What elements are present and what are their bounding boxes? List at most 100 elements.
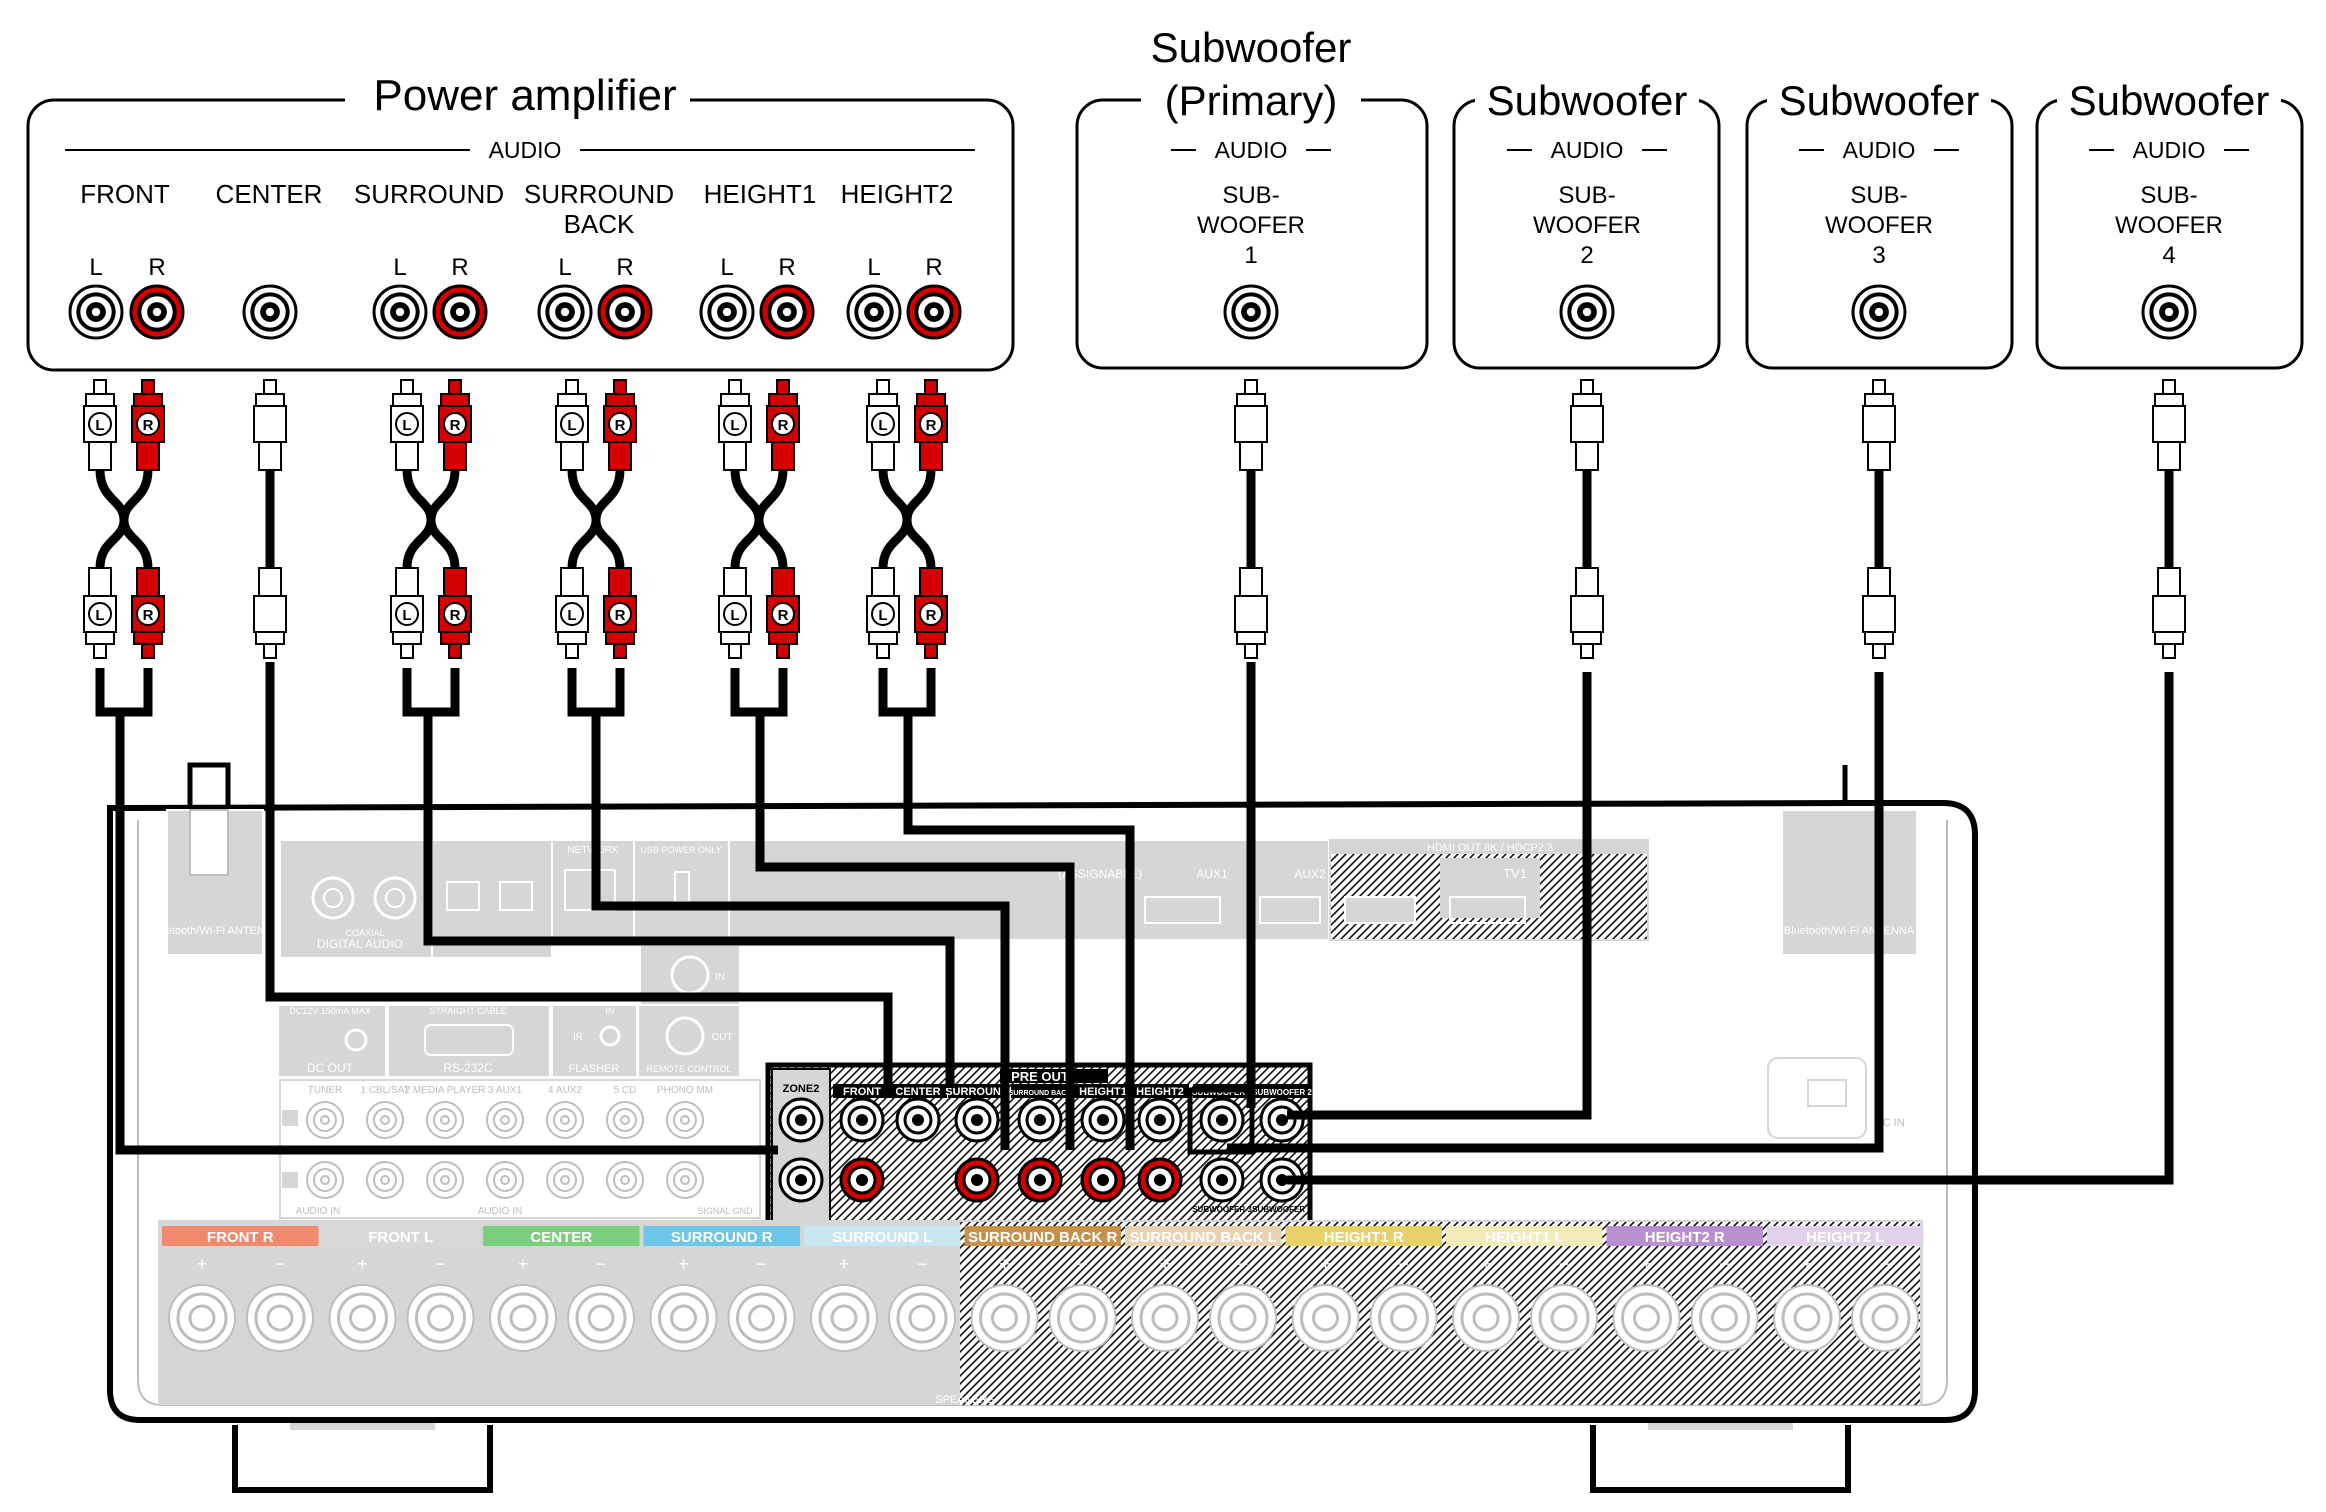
- pre-out-label: PRE OUT: [1011, 1069, 1069, 1084]
- plus-sign: +: [839, 1254, 850, 1274]
- channel-label-surround: SURROUND: [354, 179, 504, 209]
- audio-in-jack: [306, 1161, 344, 1199]
- flasher-label: FLASHER: [569, 1063, 620, 1075]
- speaker-group: SURROUND BACK R+−: [964, 1226, 1121, 1352]
- subwoofer-jack: [2141, 284, 2197, 340]
- plus-sign: +: [1160, 1254, 1171, 1274]
- rca-plug-mono: [253, 379, 287, 471]
- speaker-terminal: [1530, 1284, 1598, 1352]
- subwoofer-audio-label: AUDIO: [1843, 137, 1916, 163]
- pre-out-label: HEIGHT2: [1136, 1086, 1184, 1098]
- amp-label-r: R: [925, 254, 942, 281]
- pre-out-label: FRONT: [843, 1086, 881, 1098]
- assignable-label: (ASSIGNABLE): [1058, 867, 1142, 881]
- minus-sign: −: [1398, 1254, 1409, 1274]
- pre-out-label-bg: [833, 1084, 891, 1098]
- amp-jack-r: [759, 284, 815, 340]
- rca-plug-r: R: [438, 379, 472, 471]
- rca-plug-l: L: [866, 379, 900, 471]
- pre-out-jacks: [778, 1087, 1305, 1203]
- aux1-label: AUX1: [1196, 867, 1228, 881]
- power-amplifier-title: Power amplifier: [373, 71, 676, 120]
- av-receiver: Bluetooth/Wi-Fi ANTENNA Bluetooth/Wi-Fi …: [107, 762, 1978, 1493]
- subwoofer-jack-number: 4: [2162, 242, 2175, 269]
- speaker-terminal: [1851, 1284, 1919, 1352]
- pre-out-jack-r: [1017, 1157, 1063, 1203]
- pre-out-jack-r: [1080, 1157, 1126, 1203]
- audio-in-jack: [426, 1101, 464, 1139]
- plug-letter: R: [450, 417, 461, 434]
- speaker-group: FRONT L+−: [322, 1226, 479, 1352]
- pre-out-label: SURROUND: [945, 1086, 1009, 1098]
- usb-power-label: USB POWER ONLY: [640, 845, 721, 855]
- plug-letter: R: [143, 417, 154, 434]
- antenna-label-right: Bluetooth/Wi-Fi ANTENNA: [1784, 925, 1915, 937]
- speaker-terminal: [1612, 1284, 1681, 1352]
- audio-in-jack: [546, 1101, 584, 1139]
- pre-out-jack-l: [1137, 1097, 1183, 1143]
- rca-plug-l: L: [866, 567, 900, 659]
- plug-letter: R: [926, 607, 937, 624]
- speaker-group-label: SURROUND BACK L: [1130, 1229, 1278, 1246]
- rca-plug-r: R: [603, 379, 637, 471]
- amp-label-l: L: [720, 254, 733, 281]
- channel-label-surround-back-line2: BACK: [564, 209, 635, 239]
- rca-plug-l: L: [718, 379, 752, 471]
- speaker-terminal: [1452, 1284, 1520, 1352]
- audio-in-jack: [546, 1161, 584, 1199]
- height2-route: [903, 712, 1135, 1150]
- subwoofer4-route: [1287, 672, 2174, 1185]
- minus-sign: −: [1238, 1254, 1249, 1274]
- pre-out-label: SURROUND BACK: [1009, 1090, 1072, 1097]
- height2-join: [878, 668, 936, 717]
- subwoofer-title: Subwoofer: [1151, 24, 1352, 71]
- speaker-terminal: [328, 1284, 397, 1352]
- plug-letter: L: [878, 417, 887, 434]
- surround-route: [423, 712, 955, 1088]
- rca-plug-r: R: [766, 379, 800, 471]
- pre-out-jack-r: [954, 1157, 1000, 1203]
- audio-in-jack: [486, 1161, 524, 1199]
- minus-sign: −: [275, 1254, 286, 1274]
- rca-plug-mono: [253, 567, 287, 659]
- audio-in-label: AUDIO IN: [478, 1206, 522, 1217]
- minus-sign: −: [1880, 1254, 1891, 1274]
- pre-out-jack-l: [839, 1097, 885, 1143]
- amp-label-r: R: [451, 254, 468, 281]
- amp-jack-r: [906, 284, 962, 340]
- pre-out-label-sw4: SUBWOOFER 4: [1252, 1205, 1312, 1214]
- plus-sign: +: [678, 1254, 689, 1274]
- dc-out-label: DC OUT: [307, 1061, 354, 1075]
- in-label-top: IN: [715, 972, 725, 983]
- y-cable-r: [591, 469, 625, 569]
- pre-out-jack-center: [895, 1097, 941, 1143]
- in-label-ir: IN: [606, 1006, 615, 1016]
- plug-letter: R: [778, 607, 789, 624]
- pre-out-jack-sw4: [1259, 1157, 1305, 1203]
- speaker-group-label: HEIGHT1 R: [1324, 1229, 1404, 1246]
- amp-jack-l: [68, 284, 124, 340]
- amp-label-r: R: [148, 254, 165, 281]
- speaker-terminal: [168, 1284, 236, 1352]
- zone2-jack-l: [778, 1097, 824, 1143]
- pre-out-label-sw3: SUBWOOFER 3: [1192, 1205, 1252, 1214]
- pre-out-jack-r: [839, 1157, 885, 1203]
- speaker-group: HEIGHT1 R+−: [1285, 1226, 1442, 1352]
- pre-out-label-bg: [1011, 1084, 1069, 1098]
- rca-plug-r: R: [603, 567, 637, 659]
- pre-out-label-bg: [1253, 1084, 1311, 1098]
- plug-letter: L: [95, 417, 104, 434]
- plug-letter: L: [567, 607, 576, 624]
- audio-in-jack: [606, 1101, 644, 1139]
- plus-sign: +: [357, 1254, 368, 1274]
- rca-plug-l: L: [83, 567, 117, 659]
- amp-jack-l: [699, 284, 755, 340]
- subwoofer-audio-label: AUDIO: [1551, 137, 1624, 163]
- amp-jack-r: [129, 284, 185, 340]
- plug-letter: L: [878, 607, 887, 624]
- pre-out-jack-l: [1017, 1097, 1063, 1143]
- amp-label-l: L: [867, 254, 880, 281]
- speaker-group: SURROUND BACK L + −: [1125, 1226, 1282, 1352]
- speaker-terminal: [888, 1284, 956, 1352]
